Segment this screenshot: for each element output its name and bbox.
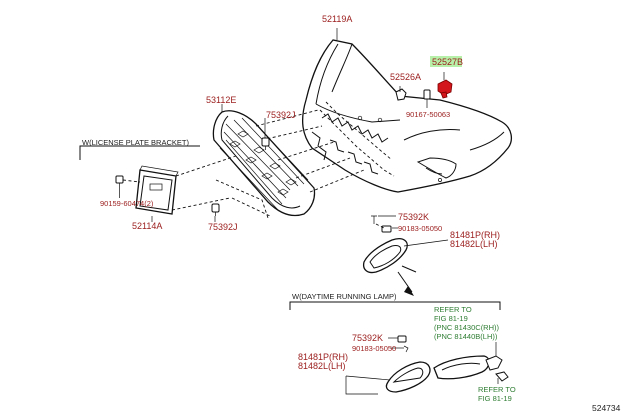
label-75392K-bottom: 75392K [352,333,383,343]
guide-lines-plate [122,155,237,211]
label-81481P-bottom: 81481P(RH) [298,352,348,362]
refer-top-line2[interactable]: FIG 81-19 [434,314,468,323]
license-plate-section [79,145,200,160]
retainer-52526A[interactable] [395,88,407,101]
radiator-grille-drawing[interactable] [212,110,316,217]
refer-top-line3[interactable]: (PNC 81430C(RH)) [434,323,500,332]
label-drl-section: W(DAYTIME RUNNING LAMP) [292,292,397,301]
refer-top-line1[interactable]: REFER TO [434,305,472,314]
bumper-cover-drawing[interactable] [301,39,513,193]
drl-lower-leaders [345,337,499,395]
label-52526A: 52526A [390,72,421,82]
label-81482L-top: 81482L(LH) [450,239,498,249]
leader-lines-top [214,28,445,222]
retainer-52527B-highlighted[interactable] [437,79,453,99]
label-90183-05050-bottom: 90183-05050 [352,344,396,353]
label-license-plate-section: W(LICENSE PLATE BRACKET) [82,138,189,147]
label-90183-05050-top: 90183-05050 [398,224,442,233]
label-90159-60474: 90159-60474(2) [100,199,154,208]
fog-lamp-lower-drawing[interactable] [433,355,509,382]
highlight-52527B [430,56,462,67]
label-53112E: 53112E [206,95,236,105]
arrow-to-drl-section [397,265,417,296]
label-75392J-bottom: 75392J [208,222,238,232]
label-52527B: 52527B [432,57,463,67]
label-75392J-top: 75392J [266,110,296,120]
diagram-id: 524734 [592,403,621,413]
label-52114A: 52114A [132,221,162,231]
clip-75392J-bottom[interactable] [211,203,220,216]
license-plate-bracket-drawing[interactable] [135,165,179,215]
bolt-90167-50063[interactable] [423,89,431,104]
drl-section-bracket [289,301,501,310]
label-52119A: 52119A [322,14,352,24]
drl-upper-drawing[interactable] [362,215,408,274]
label-75392K-top: 75392K [398,212,429,222]
label-81481P-top: 81481P(RH) [450,230,500,240]
refer-top-line4[interactable]: (PNC 81440B(LH)) [434,332,498,341]
refer-bottom-line2[interactable]: FIG 81-19 [478,394,512,403]
guide-lines-grille [215,109,365,219]
drl-lower-drawing[interactable] [385,335,431,393]
drl-upper-leaders [375,215,449,247]
clip-75392J-top[interactable] [261,137,270,150]
refer-bottom-line1[interactable]: REFER TO [478,385,516,394]
label-81482L-bottom: 81482L(LH) [298,361,346,371]
label-90167-50063: 90167-50063 [406,110,450,119]
bolt-90159-60474[interactable] [115,175,124,198]
